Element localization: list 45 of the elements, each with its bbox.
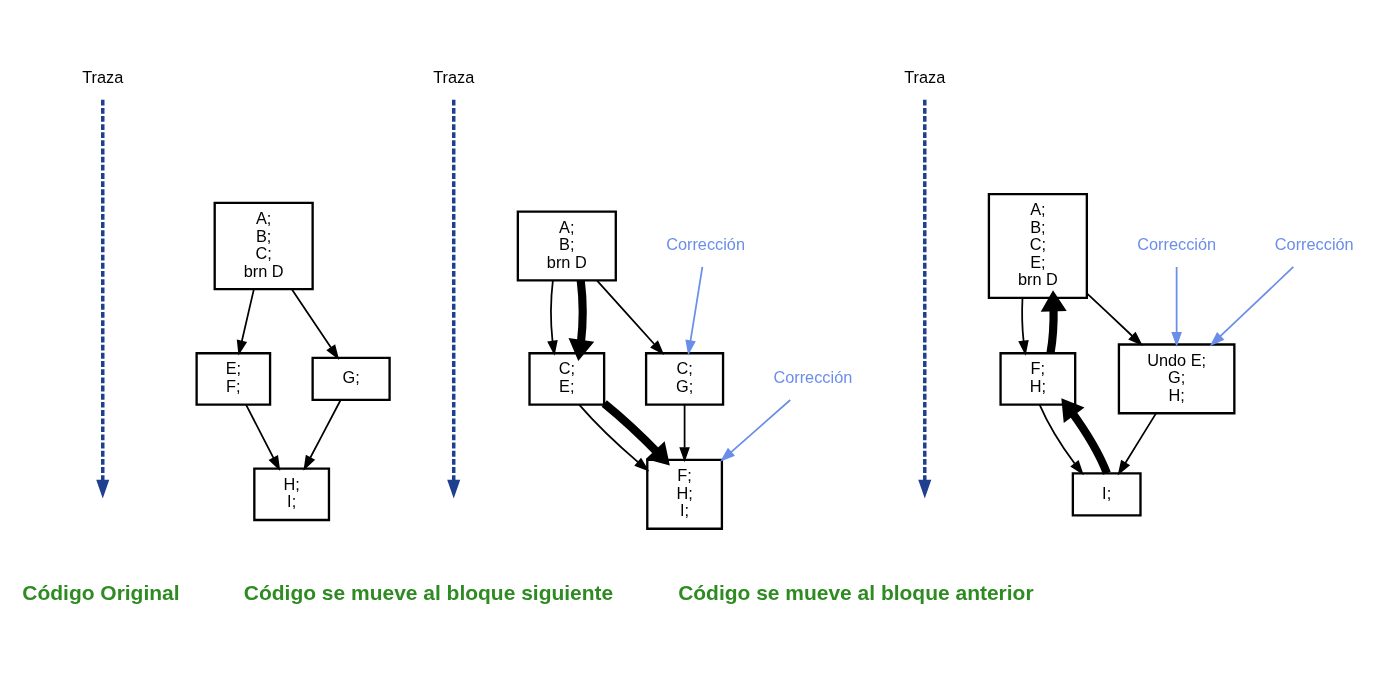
arrow [1171, 265, 1182, 347]
node-text: Corrección [1274, 234, 1354, 253]
arrow [290, 287, 340, 360]
arrow [236, 287, 255, 355]
node-box: Undo E; G; H; [1117, 342, 1236, 414]
arrow [578, 403, 650, 472]
arrow [303, 398, 342, 471]
arrow [1018, 296, 1029, 356]
arrow [720, 398, 792, 462]
node-text: Corrección [1137, 234, 1217, 253]
arrow [547, 279, 558, 356]
arrow [96, 99, 110, 498]
arrow [679, 403, 690, 462]
arrow [245, 403, 281, 471]
node-box: A; B; C; E; brn D [987, 192, 1088, 299]
arrow [447, 99, 461, 498]
arrow [1038, 403, 1084, 475]
node-text: Corrección [666, 234, 746, 253]
node-text: Corrección [773, 367, 853, 386]
node-box: A; B; brn D [516, 209, 617, 282]
node-box: G; [311, 356, 391, 401]
node-box: I; [1071, 471, 1142, 516]
node-box: H; I; [253, 467, 331, 521]
node-text: Traza [82, 67, 124, 86]
arrow [1061, 397, 1111, 475]
arrow [1117, 412, 1157, 475]
arrow [568, 279, 595, 361]
node-text: Traza [433, 67, 475, 86]
arrow [918, 99, 932, 498]
node-box: C; G; [644, 351, 725, 406]
arrow [595, 279, 665, 355]
label: Código Original [22, 580, 180, 604]
arrow [1086, 292, 1143, 346]
node-text: Traza [904, 67, 946, 86]
node-box: E; F; [195, 351, 272, 406]
label: Código se mueve al bloque anterior [678, 580, 1034, 604]
arrow [1040, 289, 1067, 354]
arrow [1209, 265, 1295, 346]
label: Código se mueve al bloque siguiente [243, 580, 614, 604]
arrow [601, 399, 670, 466]
node-box: C; E; [528, 351, 606, 406]
node-box: F; H; I; [646, 458, 724, 530]
arrow [685, 265, 704, 355]
node-box: F; H; [999, 351, 1077, 406]
node-box: A; B; C; brn D [213, 201, 314, 290]
